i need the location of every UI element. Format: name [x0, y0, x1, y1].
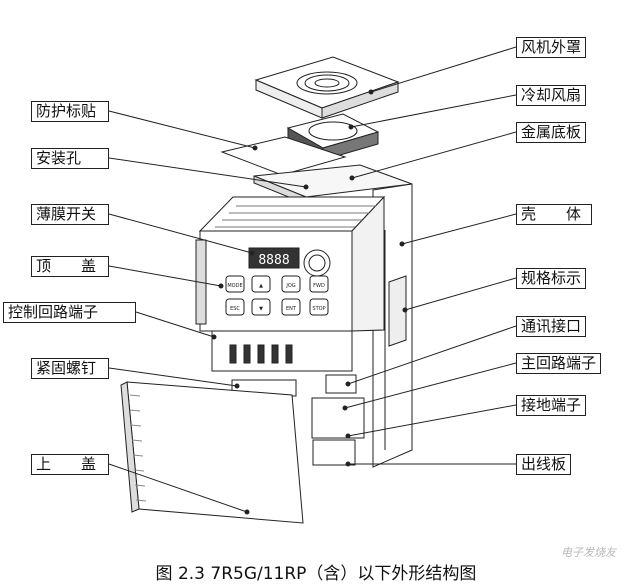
- key-stop: STOP: [312, 306, 325, 312]
- figure-caption: 图 2.3 7R5G/11RP（含）以下外形结构图: [155, 564, 477, 584]
- label-main-terminal: 主回路端子: [516, 353, 602, 374]
- label-control-terminal: 控制回路端子: [3, 302, 136, 323]
- label-comm-port: 通讯接口: [516, 316, 587, 337]
- key-mode: MODE: [227, 283, 242, 289]
- key-fwd: FWD: [313, 283, 325, 289]
- key-up: ▲: [259, 283, 263, 289]
- label-ground-terminal: 接地端子: [516, 395, 587, 416]
- protect-label-drawing: [220, 136, 347, 176]
- watermark: 电子发烧友: [561, 546, 616, 559]
- leader-lines: [108, 46, 517, 513]
- key-ent: ENT: [286, 306, 297, 312]
- label-mount-hole: 安装孔: [31, 148, 109, 169]
- label-fastening-screw: 紧固螺钉: [31, 358, 109, 379]
- front-panel-drawing: [195, 195, 386, 332]
- label-top-cover: 顶 盖: [31, 256, 109, 277]
- display-digits: 8888: [258, 253, 289, 268]
- fan-cover-drawing: [254, 56, 400, 119]
- label-upper-cover: 上 盖: [31, 454, 109, 475]
- label-fan-cover: 风机外罩: [516, 37, 587, 58]
- key-jog: JOG: [285, 283, 295, 289]
- key-esc: ESC: [230, 306, 240, 312]
- label-protect: 防护标贴: [31, 101, 109, 122]
- label-cooling-fan: 冷却风扇: [516, 85, 587, 106]
- label-metal-base: 金属底板: [516, 122, 587, 143]
- label-shell: 壳 体: [516, 204, 592, 225]
- label-membrane-switch: 薄膜开关: [31, 204, 109, 225]
- label-wire-board: 出线板: [516, 454, 572, 475]
- label-spec: 规格标示: [516, 268, 587, 289]
- upper-cover-drawing: [120, 381, 304, 524]
- key-down: ▼: [259, 306, 263, 312]
